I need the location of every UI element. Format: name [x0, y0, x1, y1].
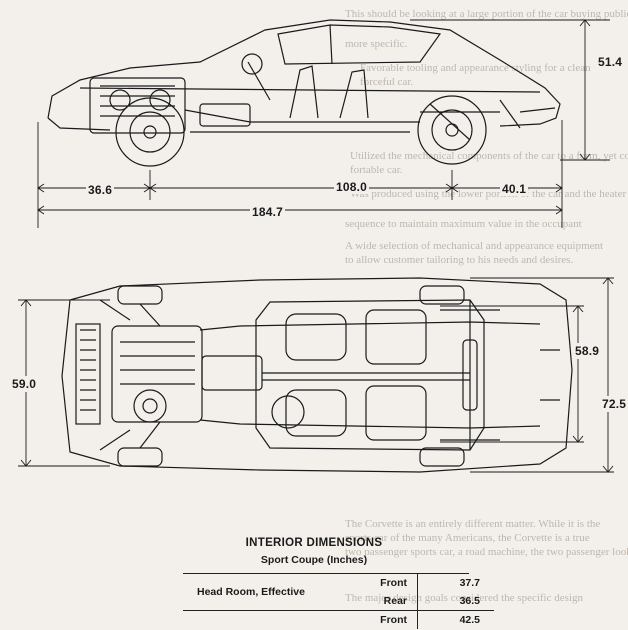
table-row: Front 42.5: [183, 610, 494, 630]
dim-wheelbase: 108.0: [334, 180, 370, 194]
top-view-drawing: [18, 277, 614, 473]
dim-front-overhang: 36.6: [86, 183, 115, 197]
bg-line: two passenger sports car, a road machine…: [345, 546, 628, 558]
dim-rear-overhang: 40.1: [500, 182, 529, 196]
bg-line: sequence to maintain maximum value in th…: [345, 218, 582, 230]
row-position: Front: [380, 614, 407, 626]
bg-line: This should be looking at a large portio…: [345, 8, 628, 20]
bg-line: The Corvette is an entirely different ma…: [345, 518, 601, 530]
bg-line: fortable car.: [350, 164, 403, 176]
bg-line: more specific.: [345, 38, 408, 50]
dim-front-tread: 59.0: [10, 376, 39, 392]
bg-line: Utilized the mechanical components of th…: [350, 150, 628, 162]
dim-overall-length: 184.7: [250, 205, 286, 219]
interior-title: INTERIOR DIMENSIONS: [245, 537, 383, 549]
row-value: 36.5: [417, 592, 494, 611]
interior-subtitle: Sport Coupe (Inches): [260, 554, 368, 566]
table-row: Rear 36.5: [183, 592, 494, 611]
bg-line: sports car of the many Americans, the Co…: [345, 532, 590, 544]
table-row: Head Room, Effective Front 37.7: [183, 574, 494, 598]
row-label: [183, 611, 337, 630]
dim-rear-tread: 58.9: [573, 343, 602, 359]
dim-overall-width: 72.5: [600, 396, 628, 412]
side-view-drawing: [37, 19, 610, 228]
row-value: 42.5: [417, 610, 494, 629]
row-value: 37.7: [417, 574, 494, 592]
row-position: Front: [380, 577, 407, 589]
row-position: Rear: [383, 595, 407, 607]
table-top-rule: [183, 573, 469, 574]
bg-line: forceful car.: [360, 76, 414, 88]
row-label: Head Room, Effective: [197, 586, 305, 598]
bg-line: A wide selection of mechanical and appea…: [345, 240, 604, 252]
bg-line: Favorable tooling and appearance styling…: [360, 62, 591, 74]
interior-table: Head Room, Effective Front 37.7 Rear 36.…: [183, 574, 494, 629]
dim-height: 51.4: [598, 55, 623, 69]
bg-line: to allow customer tailoring to his needs…: [345, 254, 574, 266]
